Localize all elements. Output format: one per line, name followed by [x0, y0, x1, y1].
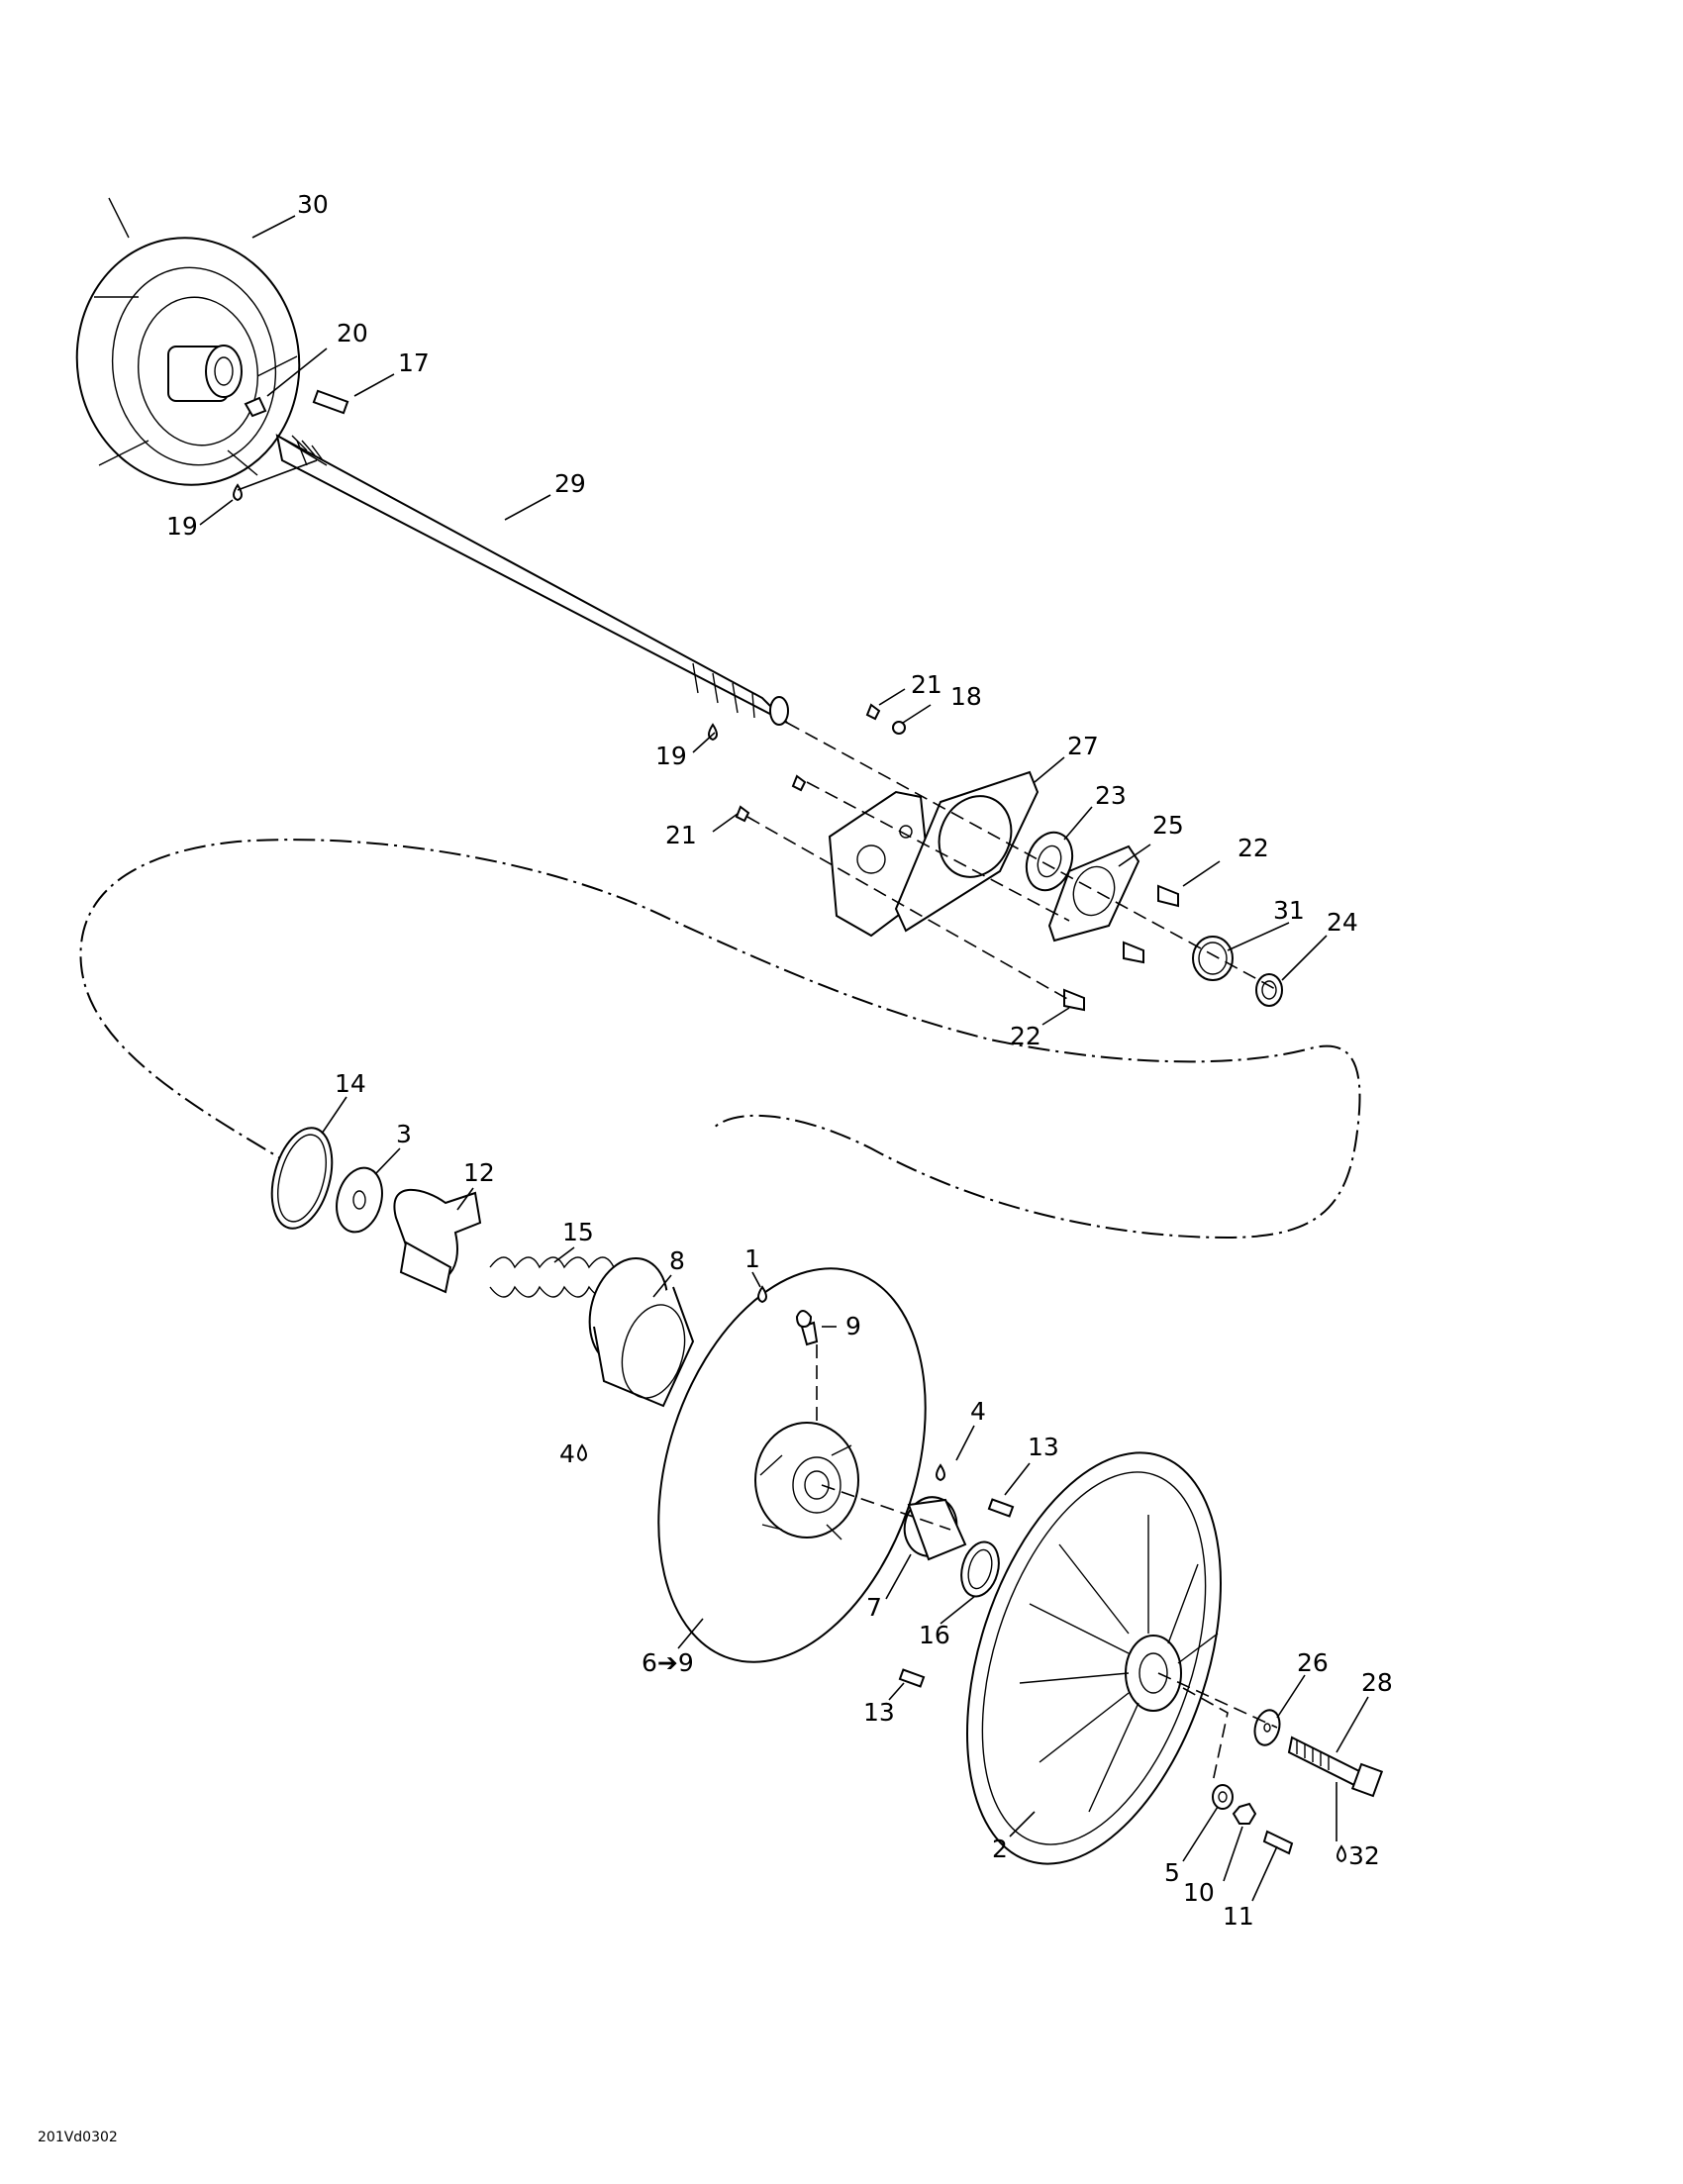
retainer [244, 396, 267, 418]
callout-26: 26 [1297, 1648, 1329, 1677]
callout-25: 25 [1152, 811, 1184, 840]
callout-24: 24 [1327, 908, 1358, 937]
diagram-code: 201Vd0302 [38, 2130, 118, 2145]
callout-17: 17 [398, 348, 430, 377]
callout-27: 27 [1067, 732, 1099, 760]
callout-29: 29 [554, 469, 586, 498]
drive-pulley [75, 197, 301, 486]
drive-belt [79, 839, 1361, 1240]
movable-sheave [657, 1267, 927, 1663]
callout-3: 3 [396, 1120, 412, 1148]
callout-22: 22 [1238, 834, 1269, 862]
grease-drop-icon [936, 1463, 945, 1482]
callout-16: 16 [919, 1621, 950, 1649]
callout-2: 2 [992, 1835, 1008, 1863]
callout-23: 23 [1095, 781, 1127, 810]
callout-10: 10 [1183, 1878, 1215, 1907]
grease-drop-icon [1336, 1844, 1346, 1863]
key [312, 389, 349, 415]
fixed-sheave [966, 1451, 1222, 1865]
callout-30: 30 [297, 190, 329, 219]
grease-drop-icon [757, 1285, 767, 1304]
callout-7: 7 [866, 1593, 882, 1622]
callout-9: 9 [845, 1312, 861, 1340]
callout-13: 13 [863, 1698, 895, 1727]
callout-19: 19 [655, 742, 687, 770]
drive-shaft [275, 434, 789, 726]
callout-15: 15 [562, 1218, 594, 1246]
callout-5: 5 [1164, 1858, 1180, 1887]
callout-21: 21 [911, 670, 942, 699]
callout-8: 8 [669, 1246, 685, 1275]
grease-drop-icon [233, 483, 243, 502]
driven-pulley-components [270, 1127, 695, 1408]
grease-drop-icon [577, 1443, 587, 1462]
callout-4: 4 [970, 1397, 986, 1426]
callout-32: 32 [1348, 1841, 1380, 1870]
callout-31: 31 [1273, 896, 1305, 925]
callout-13: 13 [1028, 1433, 1059, 1461]
leader-lines [199, 215, 1369, 1902]
callout-4: 4 [559, 1439, 575, 1468]
callout-22: 22 [1010, 1022, 1041, 1050]
callout-12: 12 [463, 1158, 495, 1187]
callout-11: 11 [1223, 1902, 1254, 1931]
callout-1: 1 [744, 1244, 760, 1273]
callout-18: 18 [950, 682, 982, 711]
bearing-housing-group [735, 703, 1283, 1012]
callout-20: 20 [337, 319, 368, 347]
callout-6-9: 6➔9 [642, 1648, 694, 1677]
callout-14: 14 [335, 1069, 366, 1098]
callout-28: 28 [1361, 1668, 1393, 1697]
callout-19: 19 [166, 512, 198, 541]
callout-21: 21 [665, 821, 697, 849]
